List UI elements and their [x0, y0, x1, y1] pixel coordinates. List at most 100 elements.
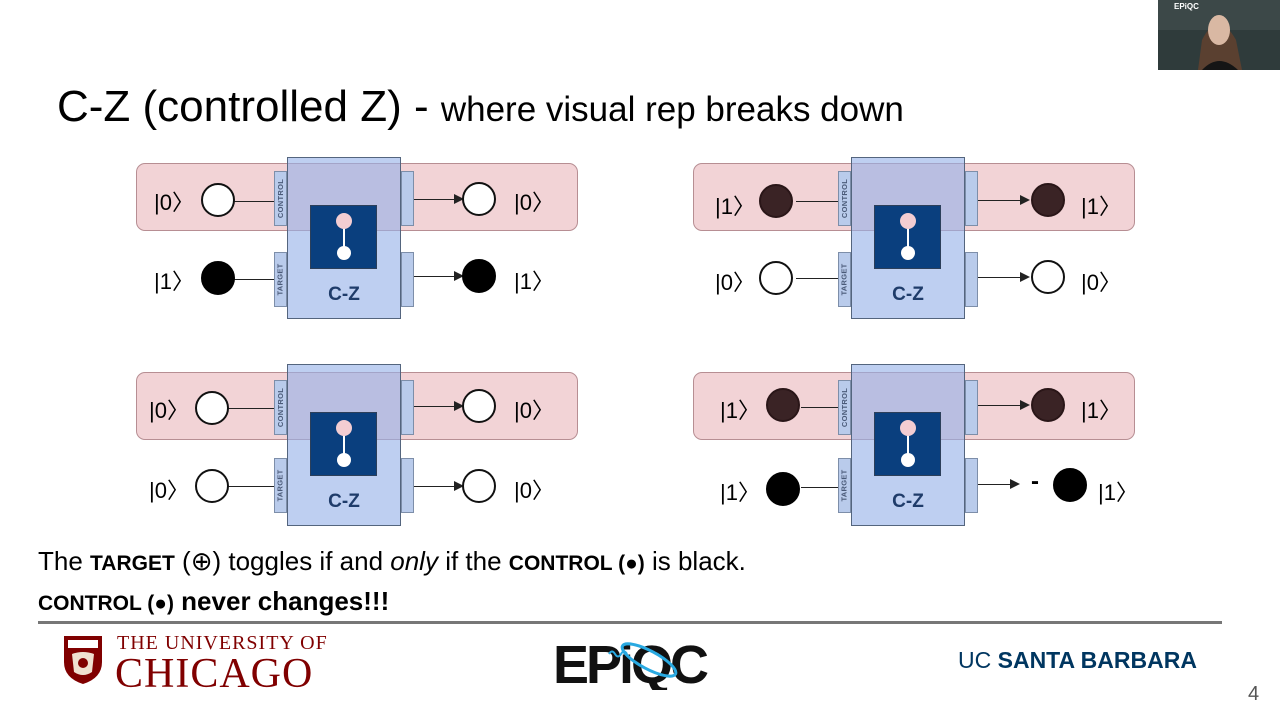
- cz-connector: [343, 427, 345, 462]
- webcam-video: EPiQC: [1158, 0, 1280, 70]
- webcam-label: EPiQC: [1174, 2, 1199, 11]
- target-tab-label: TARGET: [840, 469, 850, 502]
- target-arrow-icon: [454, 481, 464, 491]
- page-number: 4: [1248, 683, 1260, 705]
- cz-panel-3: CONTROL TARGET |0〉 |0〉 |0〉 |0〉 C-Z: [136, 364, 581, 529]
- cz-panel-2: CONTROL TARGET |1〉 |1〉 |0〉 |0〉 C-Z: [693, 157, 1138, 322]
- target-input-wire: [233, 279, 274, 280]
- cz-gate-label: C-Z: [328, 284, 360, 305]
- caption-line-1: The TARGET (⊕) toggles if and only if th…: [38, 546, 746, 576]
- target-in-white-circle-icon: [759, 261, 793, 295]
- target-in-black-circle-icon: [766, 472, 800, 506]
- cz-connector: [343, 220, 345, 255]
- control-out-black-circle-icon: [1031, 183, 1065, 217]
- control-in-black-circle-icon: [766, 388, 800, 422]
- target-output-wire: [978, 484, 1012, 485]
- uchicago-wordmark-bottom: CHICAGO: [115, 651, 314, 697]
- output-tab-control: [401, 380, 414, 435]
- control-out-white-circle-icon: [462, 182, 496, 216]
- presenter-image: [1158, 0, 1280, 70]
- target-out-black-circle-icon: [1053, 468, 1087, 502]
- control-output-ket: |1〉: [1081, 194, 1121, 219]
- control-tab: [274, 380, 287, 435]
- output-tab-control: [401, 171, 414, 226]
- control-output-ket: |0〉: [514, 190, 554, 215]
- target-dot-icon: [337, 246, 351, 260]
- control-input-ket: |1〉: [715, 194, 755, 219]
- phase-minus-sign: -: [1031, 468, 1039, 495]
- target-output-ket: |1〉: [1098, 480, 1138, 505]
- target-in-black-circle-icon: [201, 261, 235, 295]
- control-tab-label: CONTROL: [840, 178, 849, 219]
- cz-gate-label: C-Z: [892, 491, 924, 512]
- target-output-wire: [978, 277, 1022, 278]
- control-tab: [838, 171, 851, 226]
- control-input-wire: [796, 201, 838, 202]
- target-tab: [274, 252, 287, 307]
- control-dot-icon: [900, 213, 916, 229]
- caption-control-term-2: CONTROL (●): [38, 592, 174, 615]
- cz-panel-4: CONTROL TARGET |1〉 |1〉 |1〉 - |1〉 C-Z: [693, 364, 1138, 529]
- target-tab-label: TARGET: [276, 469, 286, 502]
- target-dot-icon: [901, 453, 915, 467]
- title-subtitle: where visual rep breaks down: [440, 90, 904, 129]
- control-input-ket: |1〉: [720, 398, 760, 423]
- caption-never-changes: never changes!!!: [173, 586, 390, 616]
- target-dot-icon: [901, 246, 915, 260]
- control-output-wire: [978, 200, 1022, 201]
- target-output-wire: [414, 486, 456, 487]
- target-tab: [838, 252, 851, 307]
- target-arrow-icon: [454, 271, 464, 281]
- control-output-ket: |1〉: [1081, 398, 1121, 423]
- caption-target-term: TARGET: [90, 552, 175, 575]
- target-input-ket: |1〉: [720, 480, 760, 505]
- control-arrow-icon: [454, 401, 464, 411]
- target-input-ket: |0〉: [715, 270, 755, 295]
- control-in-black-circle-icon: [759, 184, 793, 218]
- control-out-white-circle-icon: [462, 389, 496, 423]
- target-arrow-icon: [1020, 272, 1030, 282]
- target-in-white-circle-icon: [195, 469, 229, 503]
- control-tab-label: CONTROL: [276, 178, 285, 219]
- ucsb-santa-barbara: SANTA BARBARA: [997, 647, 1197, 673]
- target-tab-label: TARGET: [276, 263, 286, 296]
- target-output-ket: |1〉: [514, 269, 554, 294]
- control-in-white-circle-icon: [195, 391, 229, 425]
- output-tab-target: [401, 252, 414, 307]
- target-input-wire: [801, 487, 838, 488]
- footer-divider: [38, 621, 1222, 624]
- slide-title: C-Z (controlled Z) - where visual rep br…: [57, 82, 904, 132]
- caption-control-term: CONTROL (●): [508, 552, 645, 575]
- target-out-black-circle-icon: [462, 259, 496, 293]
- control-input-wire: [228, 408, 274, 409]
- target-out-white-circle-icon: [462, 469, 496, 503]
- control-tab: [274, 171, 287, 226]
- control-dot-icon: [336, 420, 352, 436]
- target-input-wire: [796, 278, 838, 279]
- cz-gate-label: C-Z: [892, 284, 924, 305]
- target-tab: [274, 458, 287, 513]
- control-in-white-circle-icon: [201, 183, 235, 217]
- target-output-ket: |0〉: [1081, 270, 1121, 295]
- cz-gate-label: C-Z: [328, 491, 360, 512]
- target-output-wire: [414, 276, 456, 277]
- control-input-ket: |0〉: [154, 190, 194, 215]
- caption-only: only: [390, 546, 438, 576]
- caption-line-2: CONTROL (●) never changes!!!: [38, 586, 389, 617]
- control-arrow-icon: [1020, 195, 1030, 205]
- control-input-ket: |0〉: [149, 398, 189, 423]
- title-main: C-Z (controlled Z) -: [57, 82, 441, 131]
- target-output-ket: |0〉: [514, 478, 554, 503]
- ucsb-logo: UC SANTA BARBARA: [958, 647, 1197, 674]
- cz-panel-1: CONTROL TARGET |0〉 |0〉 |1〉 |1〉 C-Z: [136, 157, 581, 322]
- target-input-ket: |0〉: [149, 478, 189, 503]
- control-output-ket: |0〉: [514, 398, 554, 423]
- control-arrow-icon: [454, 194, 464, 204]
- cz-connector: [907, 220, 909, 255]
- control-dot-icon: [900, 420, 916, 436]
- control-arrow-icon: [1020, 400, 1030, 410]
- uchicago-wordmark-top: THE UNIVERSITY OF: [117, 632, 328, 654]
- target-input-wire: [228, 486, 274, 487]
- control-tab: [838, 380, 851, 435]
- control-output-wire: [414, 406, 456, 407]
